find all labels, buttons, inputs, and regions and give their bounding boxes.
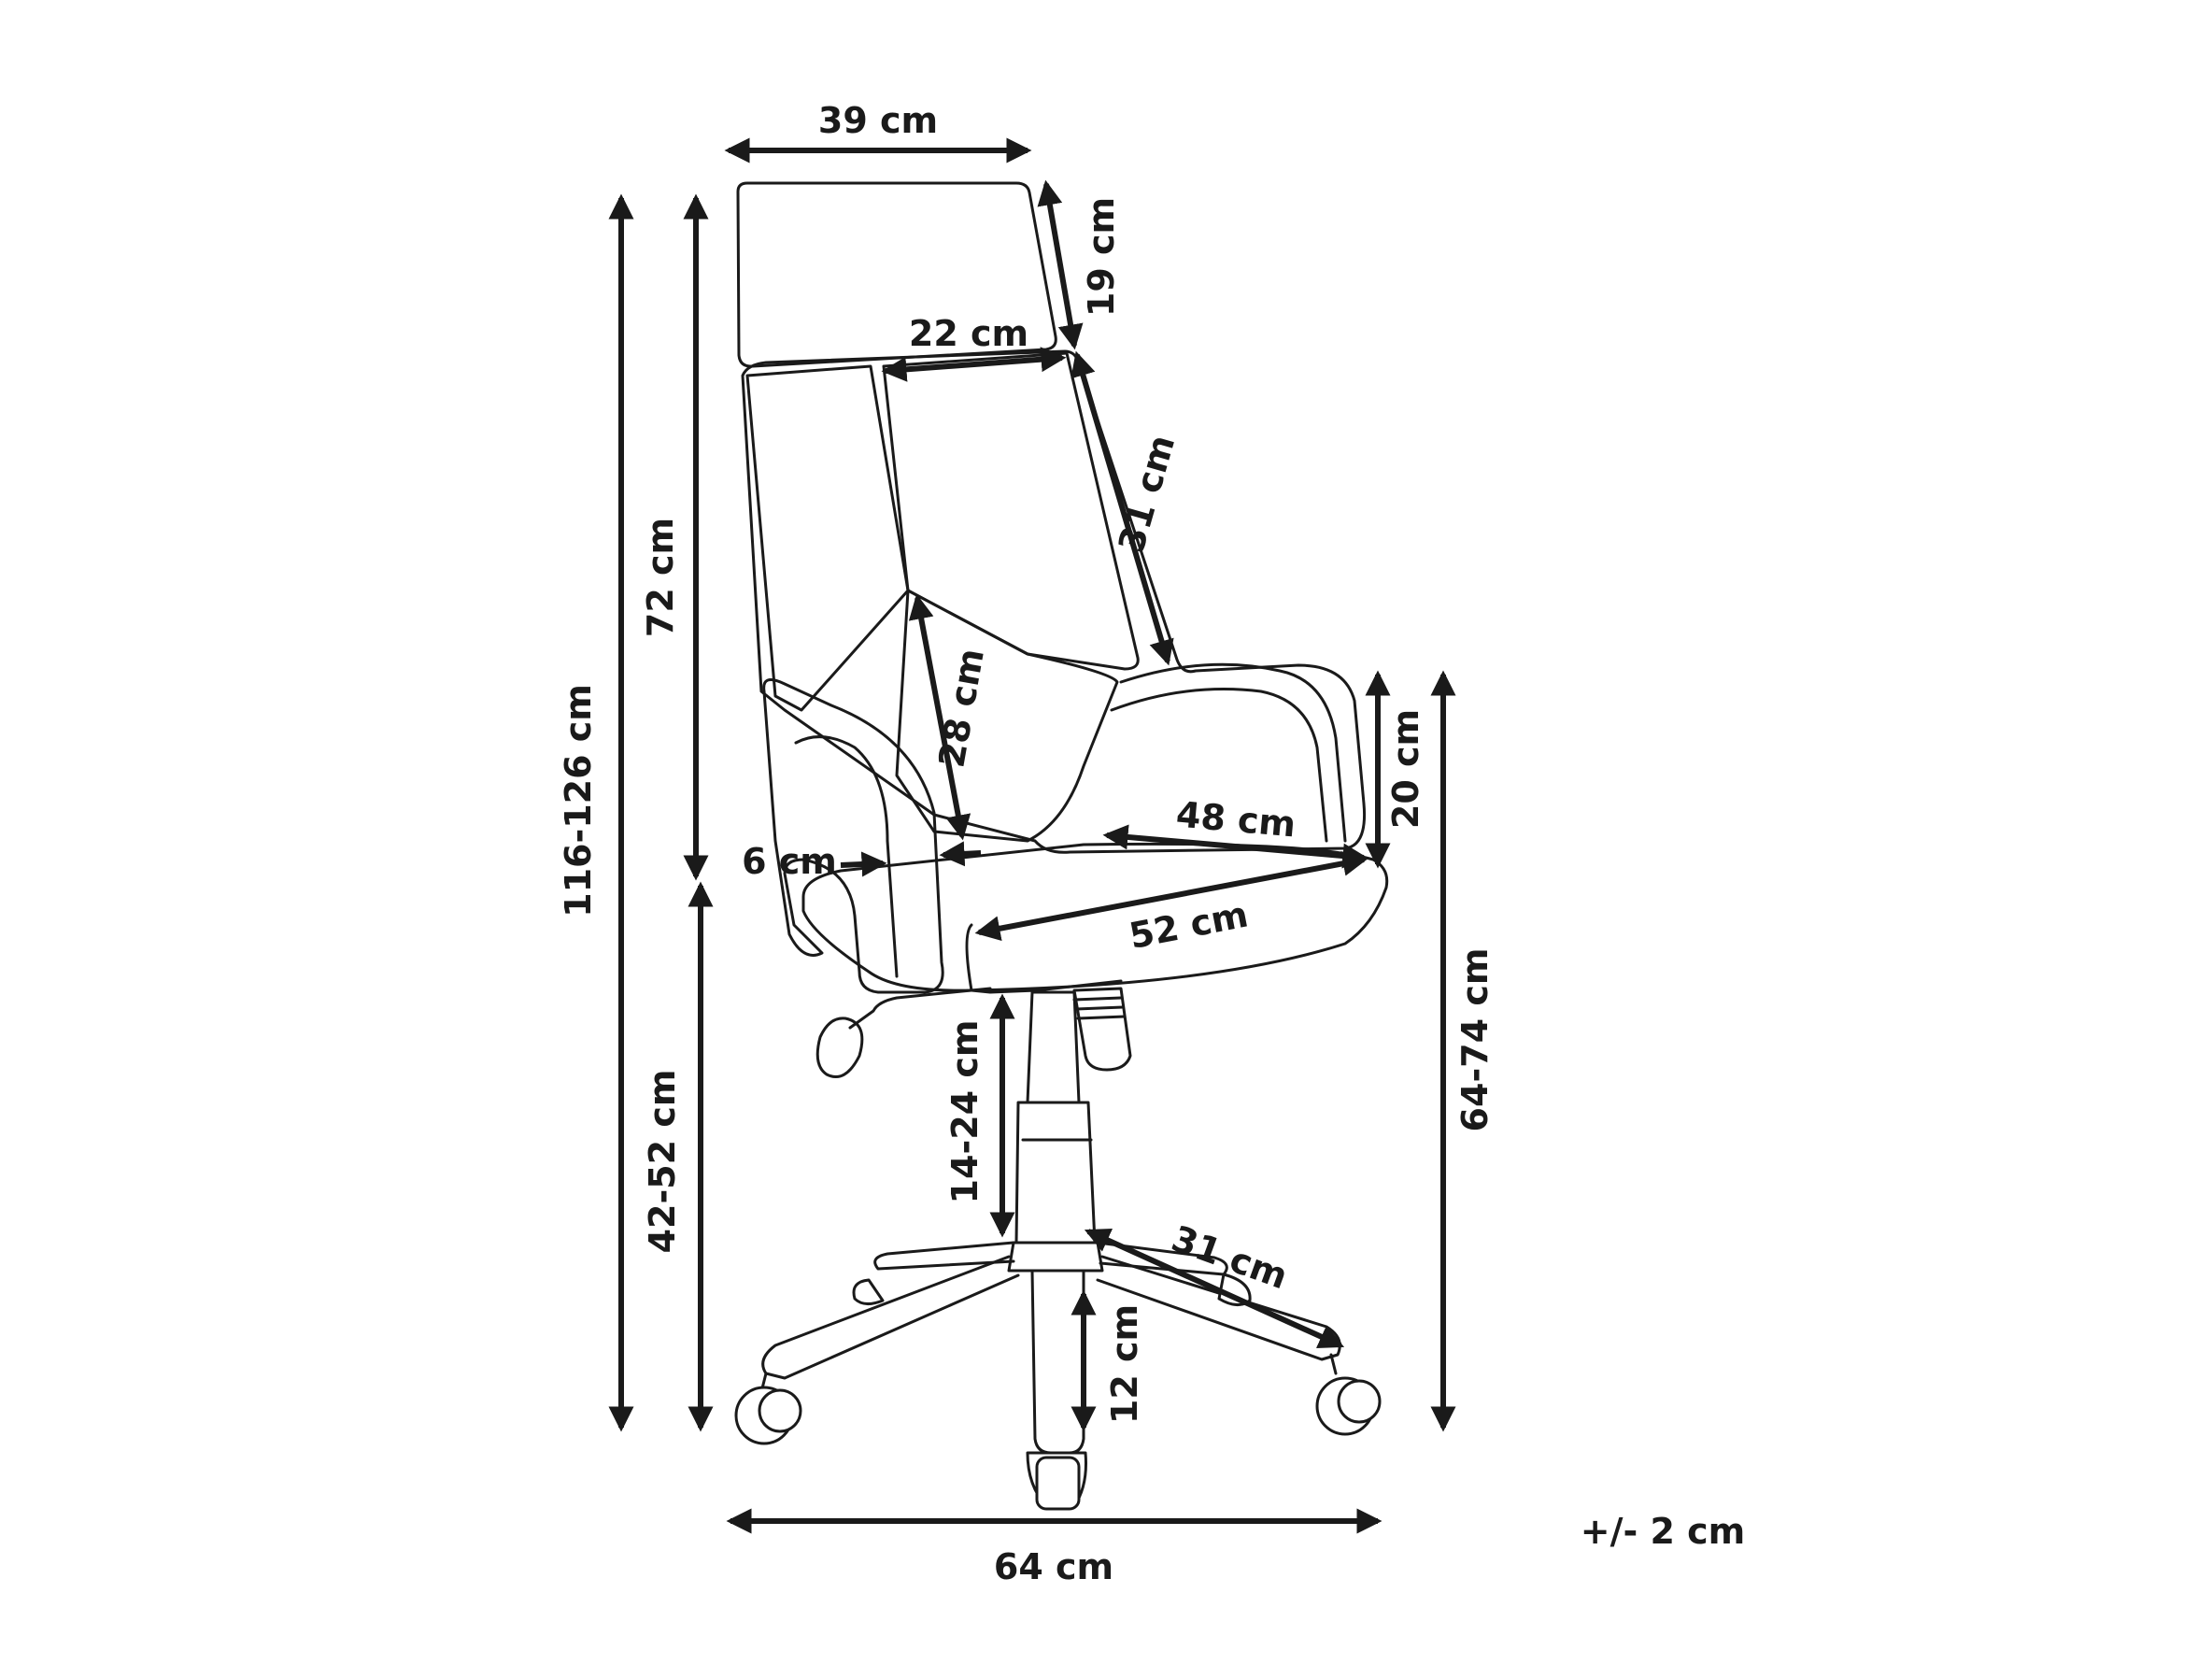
base-leg-front [1030, 1269, 1085, 1455]
caster-front [1026, 1451, 1087, 1511]
upper-back-length-arrow [1071, 350, 1174, 666]
right-armrest [1119, 662, 1347, 843]
lower-back-length-arrow [908, 593, 971, 841]
gas-lift-label: 14-24 cm [944, 1020, 985, 1204]
caster-front-left [734, 1372, 802, 1445]
seat-gap-arrow-2 [939, 841, 982, 867]
lever-knob [815, 1017, 864, 1078]
base-leg-left-back [873, 1241, 1015, 1271]
total-height-label: 116-126 cm [558, 684, 599, 917]
seat-height-lever [848, 987, 992, 1030]
tolerance-note: +/- 2 cm [1581, 1511, 1746, 1552]
seat-front-edge [965, 923, 973, 992]
tilt-knob-ridge-1 [1072, 996, 1123, 1002]
base-clearance-label: 12 cm [1104, 1304, 1145, 1424]
seat-gap-arrow [840, 851, 887, 877]
seat-gap-label: 6 cm [742, 841, 837, 882]
left-armrest-inner [794, 735, 899, 978]
right-armrest-inner [1110, 688, 1328, 843]
chair-illustration [734, 181, 1389, 1511]
inner-back-width-label: 22 cm [909, 313, 1028, 354]
lower-back-length-label: 28 cm [930, 646, 992, 771]
tilt-knob-ridge-2 [1074, 1005, 1125, 1011]
base-leg-arrow [1084, 1228, 1345, 1349]
seat-mechanism [970, 979, 1123, 994]
gas-lift-cover [1014, 1101, 1097, 1244]
back-height-label: 72 cm [640, 518, 681, 637]
headrest-height-label: 19 cm [1081, 197, 1122, 317]
left-armrest [762, 678, 944, 994]
backrest-width-label: 39 cm [818, 100, 938, 141]
caster-front-right [1315, 1353, 1382, 1436]
dimension-lines [608, 137, 1456, 1534]
gas-lift-upper [1026, 990, 1081, 1104]
armrest-floor-height-label: 64-74 cm [1454, 948, 1496, 1132]
seat-cushion [801, 842, 1389, 992]
backrest-left-panel [745, 364, 910, 712]
base-width-label: 64 cm [994, 1546, 1113, 1587]
seat-height-label: 42-52 cm [642, 1070, 683, 1254]
tilt-knob [1072, 987, 1132, 1072]
tilt-knob-ridge-3 [1076, 1015, 1127, 1020]
inner-back-width-arrow [881, 347, 1067, 382]
lower-back-panel [895, 589, 1119, 843]
base-hub [1007, 1241, 1104, 1273]
dimension-labels: 39 cm 19 cm 22 cm 31 cm 116-126 cm 72 cm… [558, 100, 1745, 1587]
backrest-outer-shape [741, 349, 1367, 854]
headrest-height-arrow [1037, 179, 1084, 350]
seat-depth-label: 48 cm [1174, 794, 1297, 846]
armrest-height-label: 20 cm [1385, 709, 1426, 829]
base-leg-left-front [761, 1255, 1020, 1380]
caster-back-left [852, 1278, 885, 1305]
seat-width-arrow [974, 850, 1368, 942]
